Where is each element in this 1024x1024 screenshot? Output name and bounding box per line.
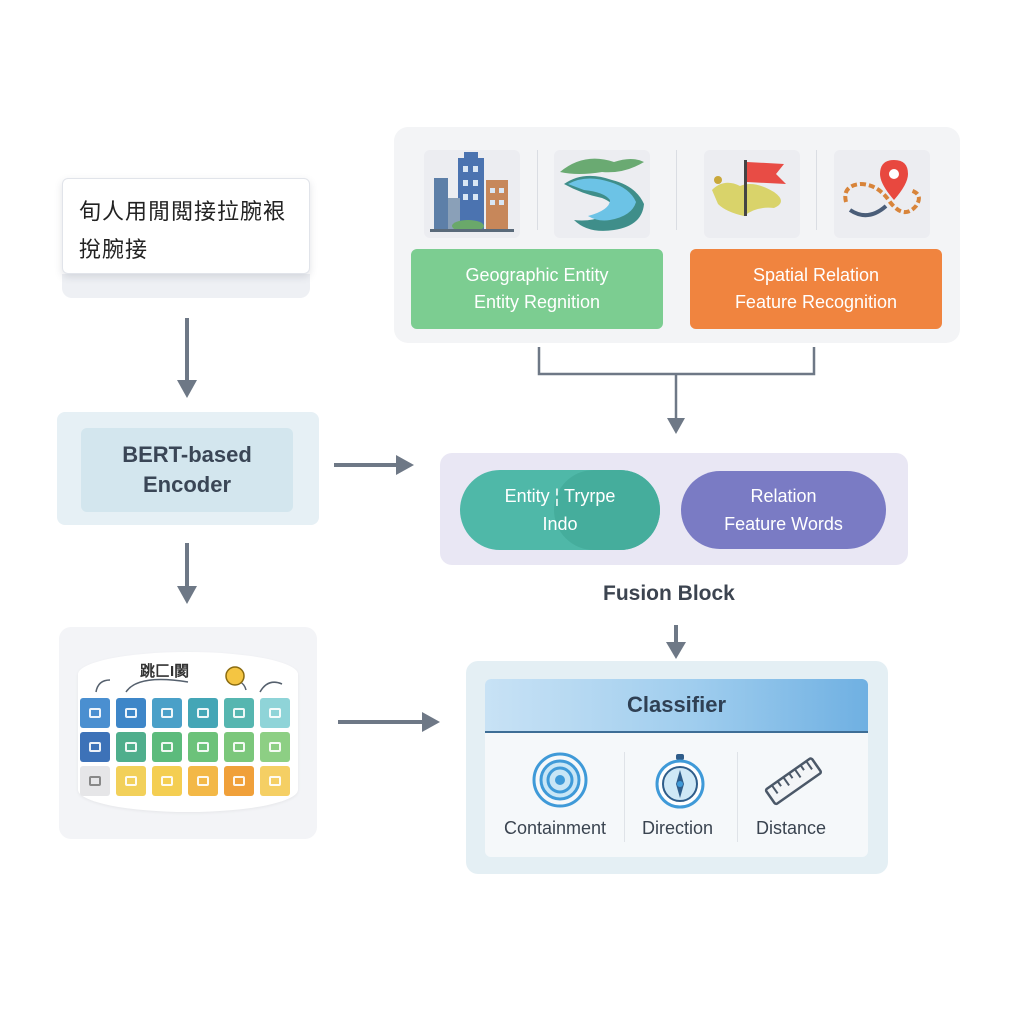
encoder-label-line-2: Encoder [142, 472, 232, 497]
entity-label-line-1: Entity ¦ Tryrpe [504, 486, 616, 506]
ruler-icon [764, 757, 822, 806]
matrix-cell [116, 732, 146, 762]
input-text-line-1: 旬人用閒閲接拉腕裉 [79, 199, 287, 224]
matrix-cell [224, 698, 254, 728]
matrix-label: 跳匚I閡 [140, 663, 190, 680]
location-route-icon [843, 160, 921, 218]
icon-separator [676, 150, 677, 230]
output-distance: Distance [756, 818, 827, 838]
entity-pill-text: Entity ¦ Tryrpe Indo [505, 482, 616, 538]
arrowhead-input-to-encoder [177, 380, 197, 398]
matrix-cell [188, 732, 218, 762]
location-icon-tile [834, 150, 930, 238]
matrix-cell [80, 698, 110, 728]
classifier-title: Classifier [485, 679, 868, 733]
spatial-relation-recognition-box: Spatial Relation Feature Recognition [690, 249, 942, 329]
encoder-label-line-1: BERT-based [122, 442, 252, 467]
input-card-stack [62, 274, 310, 298]
icon-separator [537, 150, 538, 230]
city-buildings-icon [430, 152, 514, 232]
matrix-cell [188, 698, 218, 728]
matrix-cell [152, 698, 182, 728]
target-rings-icon [532, 752, 588, 808]
geographic-label-line-2: Entity Regnition [473, 292, 601, 312]
river-icon-tile [554, 150, 650, 238]
matrix-cell [116, 698, 146, 728]
input-text-box: 旬人用閒閲接拉腕裉 挩腕接 [62, 178, 310, 274]
entity-pill-overlap [554, 470, 660, 550]
arrowhead-fusion-to-classifier [666, 642, 686, 659]
matrix-cell [260, 698, 290, 728]
output-containment: Containment [504, 818, 607, 838]
spatial-label-line-2: Feature Recognition [734, 292, 898, 312]
geographic-label-line-1: Geographic Entity [465, 265, 609, 285]
relation-label-line-2: Feature Words [724, 514, 843, 534]
matrix-cell [224, 766, 254, 796]
entity-label-line-2: Indo [542, 514, 578, 534]
matrix-cell [116, 766, 146, 796]
arrowhead-matrix-to-classifier [422, 712, 440, 732]
arrowhead-encoder-to-fusion [396, 455, 414, 475]
matrix-badge-icon [225, 666, 245, 686]
icon-separator [816, 150, 817, 230]
relation-feature-words-pill: Relation Feature Words [681, 471, 886, 549]
flag-icon-tile [704, 150, 800, 238]
matrix-cell [188, 766, 218, 796]
input-text-line-2: 挩腕接 [79, 237, 149, 262]
flag-map-icon [712, 160, 786, 216]
classifier-separator [624, 752, 625, 842]
arrowhead-recognition-to-fusion [667, 418, 685, 434]
bert-encoder-box: BERT-based Encoder [81, 428, 293, 512]
matrix-cell [224, 732, 254, 762]
matrix-cell [152, 732, 182, 762]
matrix-cell [80, 766, 110, 796]
arrowhead-encoder-to-matrix [177, 586, 197, 604]
matrix-cell [260, 766, 290, 796]
classifier-separator [737, 752, 738, 842]
matrix-cell [260, 732, 290, 762]
relation-label-line-1: Relation [750, 486, 817, 506]
fusion-block-label: Fusion Block [603, 582, 735, 605]
matrix-cell [80, 732, 110, 762]
geographic-entity-recognition-box: Geographic Entity Entity Regnition [411, 249, 663, 329]
spatial-label-line-1: Spatial Relation [752, 265, 880, 285]
matrix-connector-lines [95, 666, 283, 693]
output-direction: Direction [642, 818, 714, 838]
entity-type-info-pill: Entity ¦ Tryrpe Indo [460, 470, 660, 550]
matrix-cell [152, 766, 182, 796]
river-map-icon [560, 158, 644, 231]
input-text-card: 旬人用閒閲接拉腕裉 挩腕接 [62, 178, 312, 300]
token-matrix-grid [80, 698, 298, 802]
city-icon-tile [424, 150, 520, 238]
bracket-recognition-merge [537, 347, 816, 376]
compass-icon [655, 754, 705, 809]
